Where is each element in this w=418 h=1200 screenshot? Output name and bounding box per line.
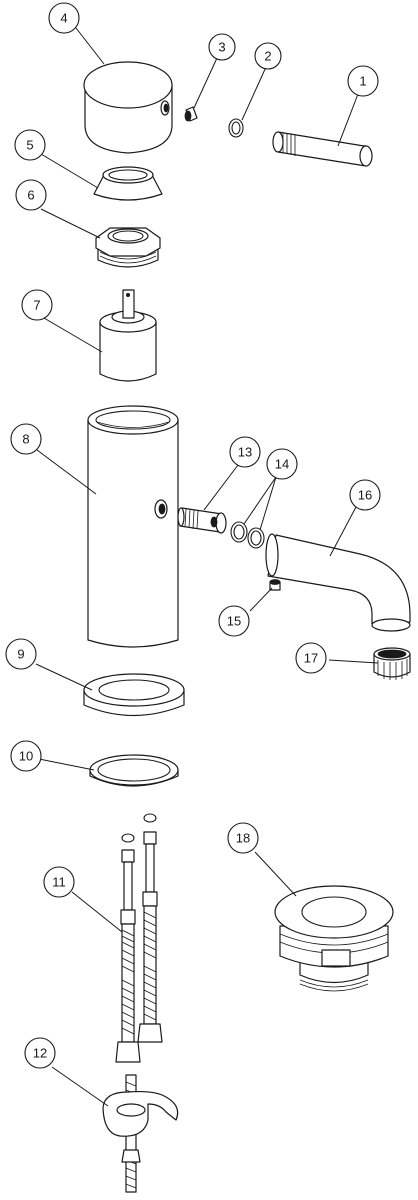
callout-14: 14 (266, 448, 298, 480)
callout-10: 10 (10, 740, 42, 772)
callout-label: 18 (236, 831, 250, 846)
callout-label: 8 (22, 432, 29, 447)
callout-label: 7 (33, 298, 40, 313)
callout-13: 13 (229, 436, 261, 468)
part-5-shroud (93, 166, 163, 201)
part-11-flexible-hoses (115, 813, 163, 1063)
part-3-grub-screw (184, 106, 198, 122)
callout-16: 16 (349, 479, 381, 511)
callout-label: 13 (238, 445, 252, 460)
part-12-fixing-bracket (102, 1074, 179, 1193)
callout-label: 12 (33, 1046, 47, 1061)
callout-7: 7 (21, 289, 53, 321)
part-10-base-seal (89, 754, 179, 787)
part-9-base-plate (83, 673, 185, 717)
part-17-aerator (373, 647, 411, 680)
callout-5: 5 (14, 129, 46, 161)
part-6-hex-nut (95, 227, 161, 268)
callout-label: 1 (359, 74, 366, 89)
callout-label: 10 (19, 749, 33, 764)
callout-2: 2 (254, 42, 282, 70)
callout-1: 1 (347, 65, 379, 97)
callout-label: 15 (227, 614, 241, 629)
part-15-plug (269, 579, 281, 591)
callout-9: 9 (5, 638, 37, 670)
part-16-spout (265, 533, 411, 632)
callout-label: 3 (218, 40, 225, 55)
callout-label: 6 (27, 188, 34, 203)
part-13-diverter-valve (177, 507, 227, 534)
part-8-tap-body (87, 405, 179, 648)
part-2-o-ring (228, 118, 244, 138)
callout-label: 4 (60, 11, 67, 26)
callout-3: 3 (208, 33, 236, 61)
callout-label: 9 (17, 647, 24, 662)
part-14-washers (230, 521, 265, 549)
callout-17: 17 (295, 642, 327, 674)
callout-label: 11 (52, 875, 66, 890)
callout-8: 8 (10, 423, 42, 455)
leader-lines (35, 27, 379, 1107)
callout-15: 15 (218, 605, 250, 637)
callout-label: 5 (26, 138, 33, 153)
part-4-handle-cap (83, 61, 173, 154)
part-7-cartridge (99, 289, 157, 382)
callout-4: 4 (48, 2, 80, 34)
callout-18: 18 (227, 822, 259, 854)
callout-label: 17 (304, 651, 318, 666)
callout-label: 2 (264, 49, 271, 64)
callout-label: 16 (358, 488, 372, 503)
part-1-lever-rod (272, 131, 373, 167)
callout-label: 14 (275, 457, 289, 472)
part-18-basin-waste (274, 885, 394, 992)
callout-6: 6 (15, 179, 47, 211)
callout-12: 12 (24, 1037, 56, 1069)
callout-11: 11 (43, 866, 75, 898)
